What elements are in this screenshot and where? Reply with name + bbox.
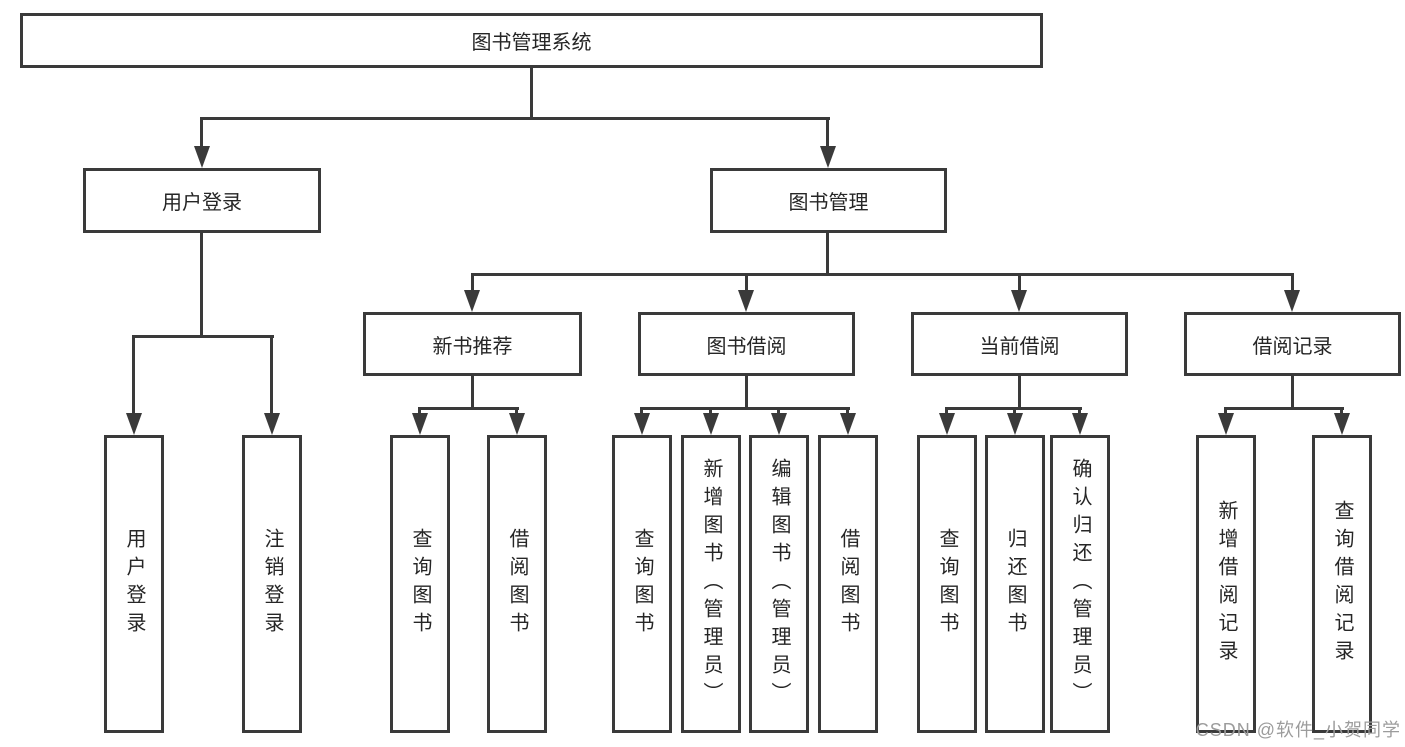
edge-new-book-crossbar (418, 407, 519, 410)
edge-book-management-stem (826, 233, 829, 276)
node-book-borrow: 图书借阅 (638, 312, 855, 376)
arrowhead-cb-return (1007, 413, 1023, 435)
arrowhead-new-book (464, 290, 480, 312)
node-current-borrow: 当前借阅 (911, 312, 1128, 376)
leaf-bb-borrow-books: 借阅图书 (818, 435, 878, 733)
leaf-bb-edit-books-admin-label: 编辑图书（管理员） (768, 458, 790, 710)
edge-to-bb-query (640, 407, 643, 415)
edge-to-leaf-logout (270, 335, 273, 415)
leaf-cb-confirm-return-admin: 确认归还（管理员） (1050, 435, 1110, 733)
arrowhead-cb-query (939, 413, 955, 435)
edge-user-login-stem (200, 233, 203, 338)
node-book-management: 图书管理 (710, 168, 947, 233)
leaf-nb-query-books: 查询图书 (390, 435, 450, 733)
edge-book-borrow-stem (745, 376, 748, 410)
leaf-nb-query-books-label: 查询图书 (409, 528, 431, 640)
leaf-nb-borrow-books: 借阅图书 (487, 435, 547, 733)
edge-to-book-management (826, 117, 829, 148)
edge-borrow-records-stem (1291, 376, 1294, 410)
arrowhead-nb-borrow (509, 413, 525, 435)
edge-to-bb-edit (777, 407, 780, 415)
edge-to-bb-add (709, 407, 712, 415)
node-borrow-records: 借阅记录 (1184, 312, 1401, 376)
edge-book-management-crossbar (471, 273, 1294, 276)
node-new-book-recommend-label: 新书推荐 (432, 335, 513, 358)
edge-current-borrow-stem (1018, 376, 1021, 410)
leaf-bb-query-books: 查询图书 (612, 435, 672, 733)
arrowhead-leaf-logout (264, 413, 280, 435)
edge-to-user-login (200, 117, 203, 148)
edge-to-cb-return (1013, 407, 1016, 415)
leaf-user-login: 用户登录 (104, 435, 164, 733)
node-borrow-records-label: 借阅记录 (1252, 335, 1333, 358)
edge-to-br-add (1224, 407, 1227, 415)
node-user-login: 用户登录 (83, 168, 321, 233)
arrowhead-bb-add (703, 413, 719, 435)
leaf-user-login-label: 用户登录 (123, 528, 145, 640)
leaf-nb-borrow-books-label: 借阅图书 (506, 528, 528, 640)
leaf-bb-add-books-admin-label: 新增图书（管理员） (700, 458, 722, 710)
csdn-watermark: CSDN @软件_小贺同学 (1195, 720, 1401, 740)
leaf-br-query-record-label: 查询借阅记录 (1331, 500, 1353, 668)
node-current-borrow-label: 当前借阅 (979, 335, 1060, 358)
arrowhead-nb-query (412, 413, 428, 435)
leaf-br-add-record: 新增借阅记录 (1196, 435, 1256, 733)
edge-new-book-stem (471, 376, 474, 410)
node-new-book-recommend: 新书推荐 (363, 312, 582, 376)
edge-to-br-query (1340, 407, 1343, 415)
leaf-logout-label: 注销登录 (261, 528, 283, 640)
arrowhead-book-borrow (738, 290, 754, 312)
arrowhead-br-add (1218, 413, 1234, 435)
edge-to-borrow-records (1291, 273, 1294, 292)
edge-book-borrow-crossbar (640, 407, 850, 410)
node-library-management-system: 图书管理系统 (20, 13, 1043, 68)
edge-borrow-records-crossbar (1224, 407, 1344, 410)
leaf-br-query-record: 查询借阅记录 (1312, 435, 1372, 733)
leaf-bb-query-books-label: 查询图书 (631, 528, 653, 640)
edge-to-current-borrow (1018, 273, 1021, 292)
edge-root-crossbar (200, 117, 830, 120)
arrowhead-bb-edit (771, 413, 787, 435)
arrowhead-bb-borrow (840, 413, 856, 435)
arrowhead-br-query (1334, 413, 1350, 435)
leaf-br-add-record-label: 新增借阅记录 (1215, 500, 1237, 668)
arrowhead-borrow-records (1284, 290, 1300, 312)
edge-to-nb-borrow (515, 407, 518, 415)
leaf-bb-add-books-admin: 新增图书（管理员） (681, 435, 741, 733)
leaf-cb-confirm-return-admin-label: 确认归还（管理员） (1069, 458, 1091, 710)
leaf-cb-query-books-label: 查询图书 (936, 528, 958, 640)
edge-to-leaf-login (132, 335, 135, 415)
edge-to-bb-borrow (846, 407, 849, 415)
arrowhead-user-login (194, 146, 210, 168)
edge-root-stem (530, 68, 533, 120)
arrowhead-book-management (820, 146, 836, 168)
node-book-management-label: 图书管理 (788, 192, 869, 214)
edge-to-book-borrow (745, 273, 748, 292)
edge-to-new-book (471, 273, 474, 292)
arrowhead-current-borrow (1011, 290, 1027, 312)
leaf-bb-borrow-books-label: 借阅图书 (837, 528, 859, 640)
node-book-borrow-label: 图书借阅 (706, 335, 787, 358)
arrowhead-leaf-login (126, 413, 142, 435)
node-library-management-system-label: 图书管理系统 (471, 32, 592, 54)
leaf-cb-return-books-label: 归还图书 (1004, 528, 1026, 640)
leaf-cb-query-books: 查询图书 (917, 435, 977, 733)
edge-to-cb-query (945, 407, 948, 415)
edge-user-login-crossbar (132, 335, 274, 338)
leaf-bb-edit-books-admin: 编辑图书（管理员） (749, 435, 809, 733)
leaf-logout: 注销登录 (242, 435, 302, 733)
arrowhead-bb-query (634, 413, 650, 435)
node-user-login-label: 用户登录 (162, 192, 242, 214)
edge-to-cb-confirm (1078, 407, 1081, 415)
edge-to-nb-query (418, 407, 421, 415)
leaf-cb-return-books: 归还图书 (985, 435, 1045, 733)
arrowhead-cb-confirm (1072, 413, 1088, 435)
